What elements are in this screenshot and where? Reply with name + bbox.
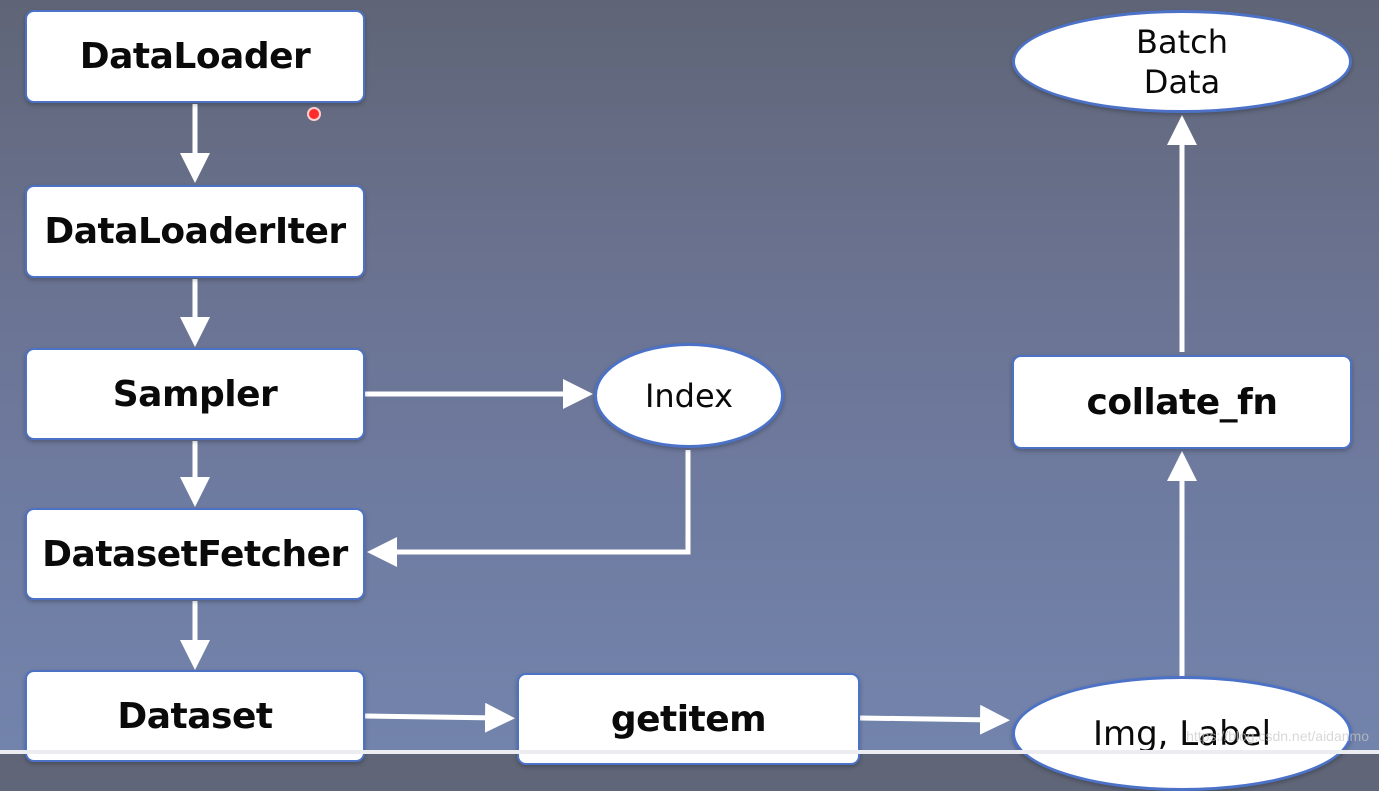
dataloader-label: DataLoader — [79, 36, 311, 77]
datasetfetcher-label: DatasetFetcher — [42, 533, 348, 575]
arrow-index-to-fetcher — [367, 450, 691, 567]
dataset-box: Dataset — [25, 670, 365, 762]
batch-data-label-line2: Data — [1143, 62, 1221, 101]
arrow-dataset-to-getitem — [364, 702, 515, 733]
index-label: Index — [644, 376, 734, 415]
dataloaderiter-label: DataLoaderIter — [44, 211, 346, 252]
sampler-label: Sampler — [112, 373, 278, 415]
batch-data-label-line1: Batch — [1136, 22, 1228, 61]
collate-fn-label: collate_fn — [1086, 381, 1278, 423]
img-label-label: Img, Label — [1092, 714, 1272, 754]
dataloaderiter-box: DataLoaderIter — [25, 185, 365, 278]
getitem-label: getitem — [610, 698, 767, 740]
index-ellipse: Index — [594, 343, 784, 448]
arrow-getitem-to-imglabel — [859, 704, 1010, 735]
collate-fn-box: collate_fn — [1012, 355, 1352, 449]
sampler-box: Sampler — [25, 348, 365, 440]
flow-arrows — [180, 115, 1197, 735]
dataloader-box: DataLoader — [25, 10, 365, 103]
watermark-text: https://blog.csdn.net/aidanmo — [1186, 728, 1369, 744]
bottom-border — [0, 750, 1379, 754]
dataset-label: Dataset — [117, 695, 273, 737]
batch-data-ellipse: Batch Data — [1012, 10, 1352, 113]
datasetfetcher-box: DatasetFetcher — [25, 508, 365, 600]
pointer-dot — [307, 107, 321, 121]
